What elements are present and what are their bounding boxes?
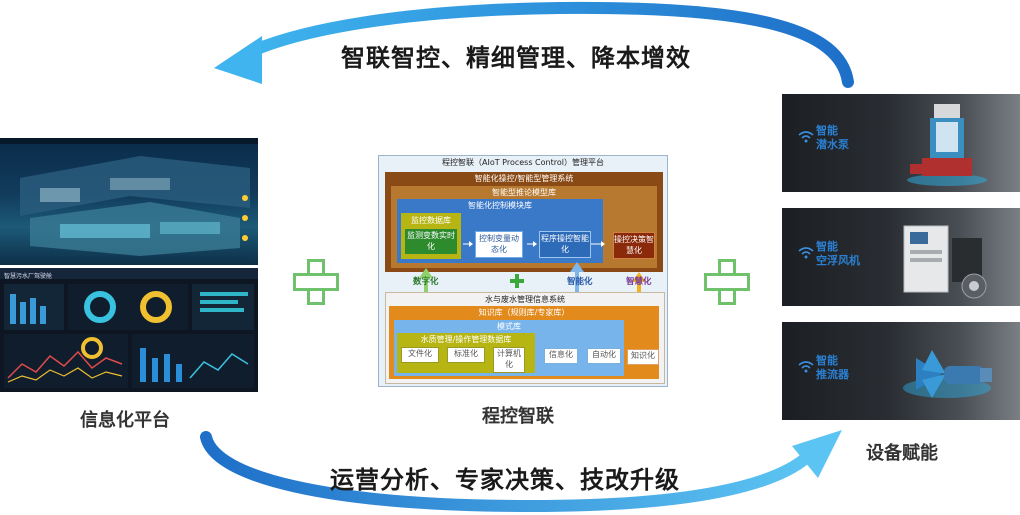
mode-lib: 模式库 水质管理/操作管理数据库 文件化 标准化 计算机化 信息化 自动化 xyxy=(394,320,624,376)
mixer-graphic xyxy=(903,350,992,398)
right-caption: 设备赋能 xyxy=(866,443,938,464)
platform-title: 程控智联（AIoT Process Control）管理平台 xyxy=(442,158,604,167)
bottom-system-label: 水与废水管理信息系统 xyxy=(485,295,565,304)
device-label-pump-2: 潜水泵 xyxy=(816,138,849,151)
out-cell-info: 信息化 xyxy=(544,348,578,364)
bottom-arc xyxy=(200,431,812,513)
wifi-icon xyxy=(798,361,814,373)
out-cell-auto: 自动化 xyxy=(587,348,621,364)
db-cell-file: 文件化 xyxy=(401,347,439,363)
label-wisdom: 智慧化 xyxy=(626,277,652,287)
device-card-pump: 智能 潜水泵 xyxy=(782,94,1020,192)
device-card-mixer: 智能 推流器 xyxy=(782,322,1020,420)
water-db-label: 水质管理/操作管理数据库 xyxy=(420,335,512,344)
water-db: 水质管理/操作管理数据库 文件化 标准化 计算机化 xyxy=(397,333,535,373)
monitor-sub: 监测变数实时化 xyxy=(405,229,457,254)
blower-graphic xyxy=(903,225,987,299)
center-caption: 程控智联 xyxy=(482,406,554,427)
plus-icon-left xyxy=(293,259,339,305)
device-card-blower: 智能 空浮风机 xyxy=(782,208,1020,306)
device-label-blower-1: 智能 xyxy=(816,240,838,253)
top-system-label: 智能化操控/智能型管理系统 xyxy=(474,174,574,183)
wifi-icon xyxy=(798,247,814,259)
device-label-mixer-1: 智能 xyxy=(816,354,838,367)
dashboard-panel: 智慧污水厂驾驶舱 xyxy=(0,268,258,392)
label-digitization: 数字化 xyxy=(413,277,439,287)
control-lib-label: 智能化控制模块库 xyxy=(468,201,532,210)
model-lib-label: 智能型推论模型库 xyxy=(492,188,556,197)
bottom-system: 水与废水管理信息系统 知识库（规则库/专家库） 模式库 水质管理/操作管理数据库… xyxy=(385,292,665,384)
cell-control-var: 控制变量动态化 xyxy=(475,231,523,258)
dashboard-graphic xyxy=(0,268,258,388)
plant-3d-view xyxy=(0,138,258,265)
plant-3d-graphic xyxy=(0,138,258,256)
bottom-arrowhead xyxy=(792,430,842,478)
device-label-blower-2: 空浮风机 xyxy=(816,254,860,267)
wifi-icon xyxy=(798,131,814,143)
top-slogan: 智联智控、精细管理、降本增效 xyxy=(341,44,691,72)
cell-program: 程序操控智能化 xyxy=(539,231,591,258)
device-label-pump-1: 智能 xyxy=(816,124,838,137)
model-lib: 智能型推论模型库 智能化控制模块库 监控数据库 监测变数实时化 控制变量动态化 … xyxy=(391,186,657,268)
top-system: 智能化操控/智能型管理系统 智能型推论模型库 智能化控制模块库 监控数据库 监测… xyxy=(385,172,663,272)
cell-decision: 操控决策智慧化 xyxy=(613,232,655,259)
mode-lib-label: 模式库 xyxy=(497,322,521,331)
left-caption: 信息化平台 xyxy=(80,410,170,431)
top-arc xyxy=(244,1,854,88)
device-label-mixer-2: 推流器 xyxy=(816,368,849,381)
monitor-lib: 监控数据库 监测变数实时化 xyxy=(401,213,461,259)
label-intelligent: 智能化 xyxy=(567,277,593,287)
dashboard-header: 智慧污水厂驾驶舱 xyxy=(4,273,53,280)
aiot-platform-diagram: 程控智联（AIoT Process Control）管理平台 智能化操控/智能型… xyxy=(378,155,668,387)
pump-graphic xyxy=(907,104,987,186)
plus-icon-right xyxy=(704,259,750,305)
monitor-lib-label: 监控数据库 xyxy=(411,216,451,225)
knowledge-lib-label: 知识库（规则库/专家库） xyxy=(478,308,570,317)
db-cell-computer: 计算机化 xyxy=(493,347,525,373)
db-cell-standard: 标准化 xyxy=(447,347,485,363)
out-cell-knowledge: 知识化 xyxy=(627,349,659,365)
knowledge-lib: 知识库（规则库/专家库） 模式库 水质管理/操作管理数据库 文件化 标准化 计算… xyxy=(389,306,659,379)
control-lib: 智能化控制模块库 监控数据库 监测变数实时化 控制变量动态化 程序操控智能化 xyxy=(397,199,603,263)
top-arrowhead xyxy=(214,36,262,84)
bottom-slogan: 运营分析、专家决策、技改升级 xyxy=(330,466,680,494)
